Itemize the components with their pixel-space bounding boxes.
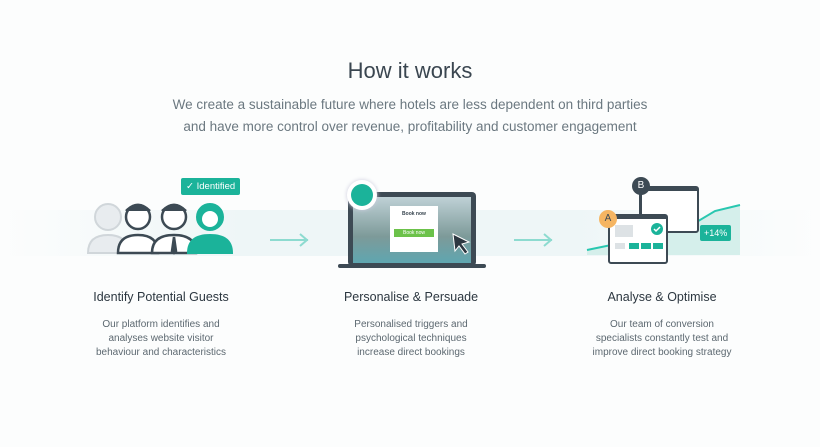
- page-subtitle: We create a sustainable future where hot…: [0, 94, 820, 138]
- identified-badge: ✓ Identified: [181, 178, 241, 195]
- step-personalise: Personalise & Persuade Personalised trig…: [311, 290, 511, 360]
- step-identify: Identify Potential Guests Our platform i…: [61, 290, 261, 360]
- person-icon: [116, 203, 160, 255]
- step-description: Personalised triggers and psychological …: [354, 319, 468, 358]
- book-now-popup: Book now Book now: [390, 206, 438, 252]
- step-analyse: Analyse & Optimise Our team of conversio…: [562, 290, 762, 360]
- subtitle-line: and have more control over revenue, prof…: [183, 119, 637, 134]
- variant-a-label: A: [604, 213, 612, 224]
- variant-b-label: B: [637, 180, 645, 191]
- ab-test-chart-illustration: [586, 177, 741, 264]
- check-icon: ✓: [186, 181, 197, 192]
- step-description: Our team of conversion specialists const…: [592, 319, 732, 358]
- user-avatar-icon: [347, 180, 377, 210]
- person-icon: [150, 203, 198, 255]
- person-icon-identified: [186, 203, 234, 254]
- badge-label: Identified: [196, 181, 236, 192]
- book-now-button[interactable]: Book now: [394, 229, 434, 237]
- subtitle-line: We create a sustainable future where hot…: [172, 97, 648, 112]
- step-title: Identify Potential Guests: [93, 290, 229, 304]
- visitors-illustration: [86, 203, 234, 255]
- arrow-right-icon: [270, 233, 309, 247]
- arrow-right-icon: [514, 233, 553, 247]
- step-title: Personalise & Persuade: [343, 290, 479, 304]
- uplift-badge: +14%: [700, 225, 732, 241]
- cursor-icon: [452, 233, 471, 255]
- popup-title: Book now: [402, 211, 426, 217]
- page-title: How it works: [347, 58, 473, 83]
- step-description: Our platform identifies and analyses web…: [95, 319, 227, 358]
- step-title: Analyse & Optimise: [607, 290, 717, 304]
